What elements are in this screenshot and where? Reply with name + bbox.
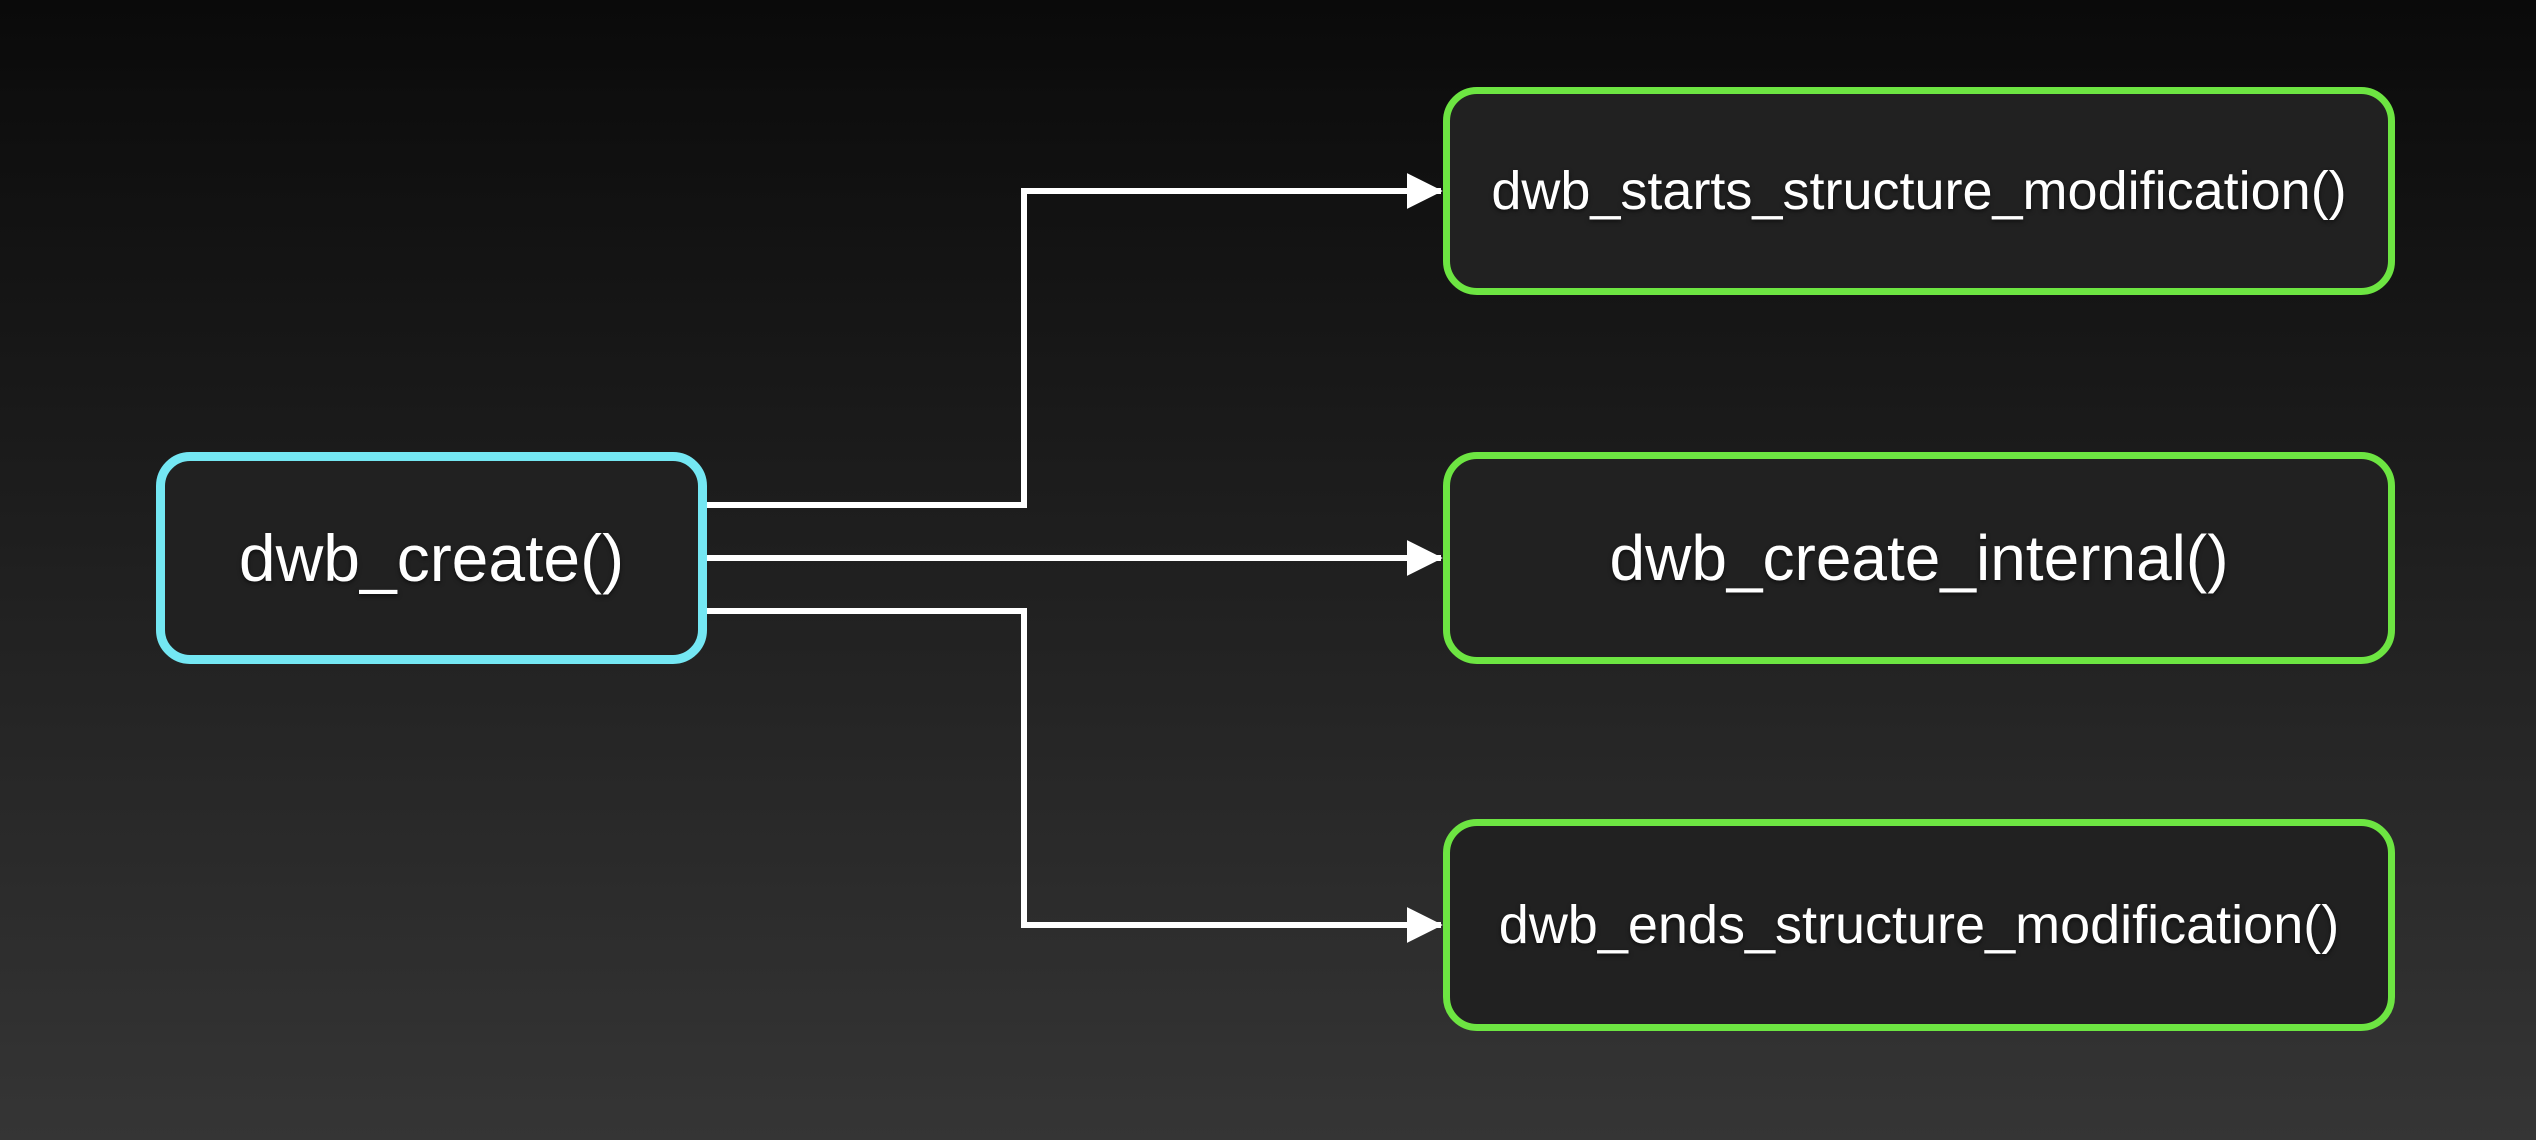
node-dwb-ends-structure-modification-label: dwb_ends_structure_modification() <box>1498 895 2340 955</box>
node-dwb-create: dwb_create() <box>156 452 707 664</box>
node-dwb-create-label: dwb_create() <box>238 521 625 595</box>
node-dwb-starts-structure-modification-label: dwb_starts_structure_modification() <box>1491 161 2347 221</box>
node-dwb-create-internal-label: dwb_create_internal() <box>1609 522 2229 594</box>
node-dwb-create-internal: dwb_create_internal() <box>1443 452 2395 664</box>
edge-create-to-ends <box>705 608 1443 943</box>
node-dwb-ends-structure-modification: dwb_ends_structure_modification() <box>1443 819 2395 1031</box>
edge-create-to-starts <box>705 173 1443 508</box>
node-dwb-starts-structure-modification: dwb_starts_structure_modification() <box>1443 87 2395 295</box>
